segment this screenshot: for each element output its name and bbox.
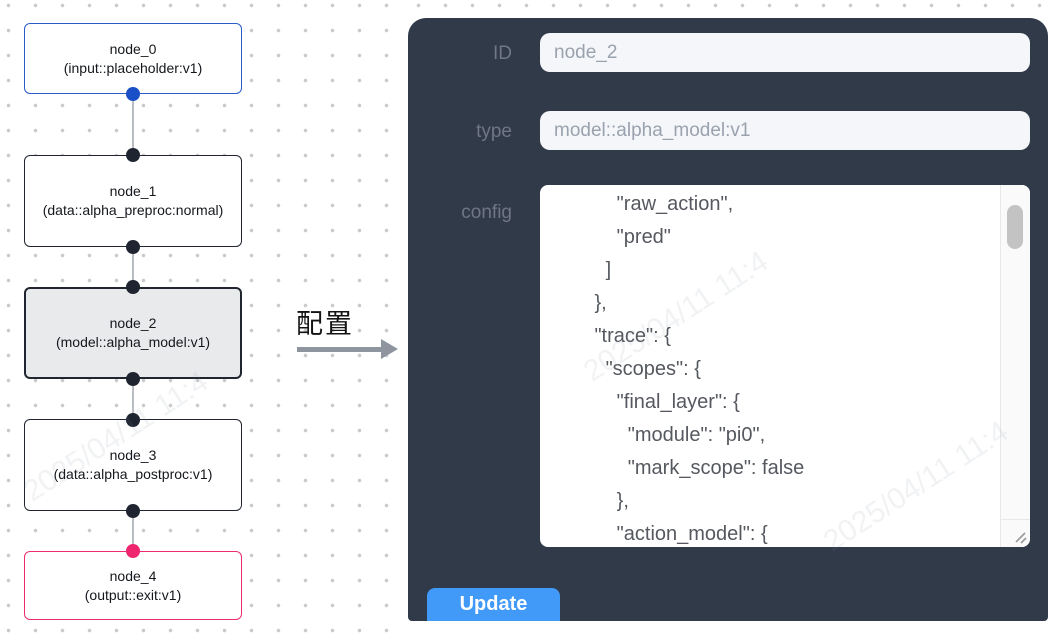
- flow-node-output[interactable]: node_4 (output::exit:v1): [24, 551, 242, 620]
- node-type-label: (data::alpha_preproc:normal): [42, 202, 224, 218]
- node-title: node_3: [109, 447, 157, 463]
- edge-node1-node2: [132, 247, 134, 287]
- handle-node2-source[interactable]: [126, 372, 140, 386]
- type-field-label: type: [476, 121, 512, 142]
- right-arrow-icon: [297, 339, 399, 359]
- node-type-label: (input::placeholder:v1): [63, 59, 203, 76]
- handle-node3-target[interactable]: [126, 413, 140, 427]
- flow-node-postproc[interactable]: node_3 (data::alpha_postproc:v1): [24, 419, 242, 511]
- config-scrollbar-thumb[interactable]: [1007, 205, 1023, 249]
- flow-node-preproc[interactable]: node_1 (data::alpha_preproc:normal): [24, 155, 242, 247]
- textarea-resize-grip[interactable]: [1000, 519, 1030, 547]
- config-field-label: config: [461, 202, 512, 223]
- node-title: node_0: [109, 40, 157, 57]
- config-textarea[interactable]: "raw_action", "pred" ] }, "trace": { "sc…: [540, 185, 1030, 547]
- edge-node3-node4: [132, 511, 134, 551]
- node-config-panel: ID type config "raw_action", "pred" ] },…: [408, 18, 1048, 621]
- type-input[interactable]: [540, 111, 1030, 150]
- edge-node2-node3: [132, 379, 134, 420]
- configure-annotation-label: 配置: [296, 309, 354, 339]
- config-json-text[interactable]: "raw_action", "pred" ] }, "trace": { "sc…: [594, 193, 805, 545]
- flow-node-model-selected[interactable]: node_2 (model::alpha_model:v1): [24, 287, 242, 379]
- node-title: node_4: [109, 567, 157, 584]
- node-type-label: (model::alpha_model:v1): [55, 334, 211, 350]
- flow-node-input[interactable]: node_0 (input::placeholder:v1): [24, 23, 242, 94]
- node-type-label: (output::exit:v1): [84, 586, 182, 603]
- config-scrollbar-track[interactable]: [1000, 185, 1030, 519]
- handle-node4-target[interactable]: [126, 544, 140, 558]
- resize-grip-icon: [1015, 532, 1027, 544]
- handle-node2-target[interactable]: [126, 280, 140, 294]
- handle-node3-source[interactable]: [126, 504, 140, 518]
- id-input[interactable]: [540, 33, 1030, 72]
- node-title: node_2: [109, 315, 157, 331]
- node-title: node_1: [109, 183, 157, 199]
- update-button[interactable]: Update: [427, 588, 560, 621]
- handle-node1-target[interactable]: [126, 148, 140, 162]
- canvas-dot-grid-top: [410, 0, 1062, 13]
- handle-node1-source[interactable]: [126, 240, 140, 254]
- edge-node0-node1: [132, 94, 134, 155]
- node-type-label: (data::alpha_postproc:v1): [53, 466, 213, 482]
- id-field-label: ID: [493, 43, 512, 64]
- handle-node0-source[interactable]: [126, 87, 140, 101]
